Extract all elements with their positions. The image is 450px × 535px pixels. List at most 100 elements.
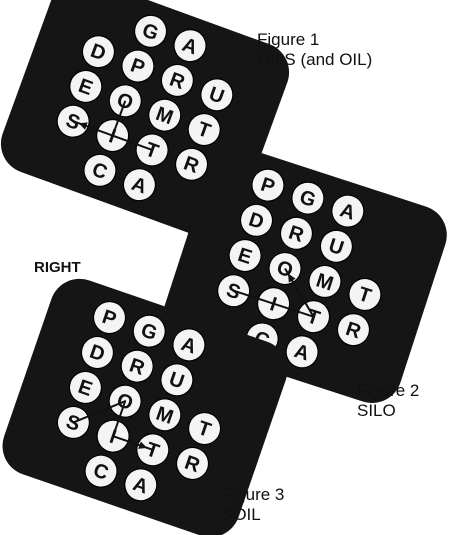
tile-letter: C	[89, 158, 110, 184]
letter-tile: D	[239, 203, 274, 237]
tile-letter: U	[206, 83, 227, 109]
tile-letter: E	[235, 244, 254, 269]
letter-tile: A	[122, 168, 157, 202]
letter-tile: E	[68, 370, 103, 405]
tile-disc	[175, 446, 210, 481]
tile-disc	[251, 168, 285, 202]
tile-letter: A	[292, 340, 313, 365]
letter-tile: D	[81, 35, 116, 69]
figure-3-title: Figure 3	[222, 485, 285, 504]
letter-tile: G	[132, 314, 166, 348]
tile-disc	[172, 328, 206, 362]
tile-disc	[187, 411, 222, 446]
letter-tile: M	[148, 398, 182, 432]
word-trace-arrowhead	[138, 441, 148, 449]
letter-tile: R	[120, 349, 154, 383]
tile-letter: U	[326, 235, 347, 260]
letter-tile: U	[200, 78, 234, 112]
board-background	[2, 278, 288, 535]
tile-disc	[348, 277, 382, 312]
tile-disc	[122, 168, 157, 202]
tile-disc	[291, 181, 325, 215]
figure-1-title: Figure 1	[257, 30, 320, 49]
tile-disc	[331, 194, 365, 228]
tile-disc	[148, 98, 182, 132]
tile-disc	[228, 238, 262, 273]
letter-tile: A	[331, 194, 365, 228]
right-label: RIGHT	[34, 259, 81, 276]
tile-letter: S	[224, 279, 243, 304]
letter-tile: U	[319, 229, 354, 263]
tile-letter: M	[313, 269, 336, 295]
letter-tile: G	[291, 181, 325, 215]
tile-letter: A	[129, 173, 150, 199]
word-trace-path	[72, 100, 154, 151]
tile-disc	[239, 203, 274, 237]
letter-tile: C	[84, 454, 118, 488]
figure-2-word: SILO	[357, 401, 396, 420]
tile-letter: A	[337, 199, 358, 224]
letter-tile: D	[80, 335, 115, 370]
tile-disc	[84, 454, 118, 488]
tile-disc	[81, 35, 116, 69]
letter-tile: P	[121, 49, 155, 83]
letter-tile: R	[279, 216, 314, 250]
tile-disc	[187, 112, 221, 147]
tile-disc	[80, 335, 115, 370]
letter-tile: P	[92, 300, 127, 335]
tile-disc	[56, 405, 90, 440]
tile-disc	[68, 370, 103, 405]
letter-tile: S	[56, 405, 90, 440]
letter-tile: T	[187, 112, 221, 147]
letter-tile: A	[124, 468, 158, 502]
letter-tile: P	[251, 168, 285, 202]
tile-disc	[120, 349, 154, 383]
tile-disc	[83, 153, 117, 187]
tile-disc	[121, 49, 155, 83]
letter-tile: C	[83, 153, 117, 187]
letter-tile: R	[174, 147, 209, 181]
letter-tile: T	[187, 411, 222, 446]
letter-tile: A	[173, 29, 207, 63]
tile-disc	[308, 264, 342, 299]
tile-disc	[279, 216, 314, 250]
tile-disc	[319, 229, 354, 263]
figure-2-title: Figure 2	[357, 381, 420, 400]
tile-letter: G	[297, 186, 319, 212]
word-trace-path	[73, 400, 154, 451]
tile-disc	[148, 398, 182, 432]
tile-disc	[69, 69, 103, 104]
tile-disc	[92, 300, 127, 335]
tile-letter: G	[139, 19, 161, 45]
tile-disc	[133, 14, 168, 48]
tile-disc	[173, 29, 207, 63]
tile-disc	[160, 363, 194, 397]
word-trace-arrowhead	[78, 122, 88, 130]
letter-tile: M	[308, 264, 342, 299]
tile-letter: A	[130, 473, 151, 499]
letter-tile: U	[160, 363, 194, 397]
figure-3-word: SOIL	[222, 505, 261, 524]
letter-tile: A	[172, 328, 206, 362]
letter-tile: E	[69, 69, 103, 104]
letter-tile: E	[228, 238, 262, 273]
tile-letter: D	[246, 209, 267, 234]
letter-tile: R	[336, 313, 371, 347]
letter-tile: M	[148, 98, 182, 132]
figure-2-caption: Figure 2 SILO	[357, 381, 419, 421]
tile-letter: G	[138, 319, 160, 345]
tile-disc	[285, 335, 319, 369]
letter-tile: T	[136, 433, 170, 467]
letter-tile: R	[160, 63, 194, 98]
tile-letter: M	[153, 103, 176, 129]
letter-tile: T	[348, 277, 382, 312]
figure-3-caption: Figure 3 SOIL	[222, 485, 284, 525]
tile-letter: M	[153, 403, 176, 429]
tile-disc	[124, 468, 158, 502]
letter-tile: A	[285, 335, 319, 369]
word-trace-path	[233, 268, 315, 318]
figure-1-caption: Figure 1 OILS (and OIL)	[257, 30, 372, 70]
